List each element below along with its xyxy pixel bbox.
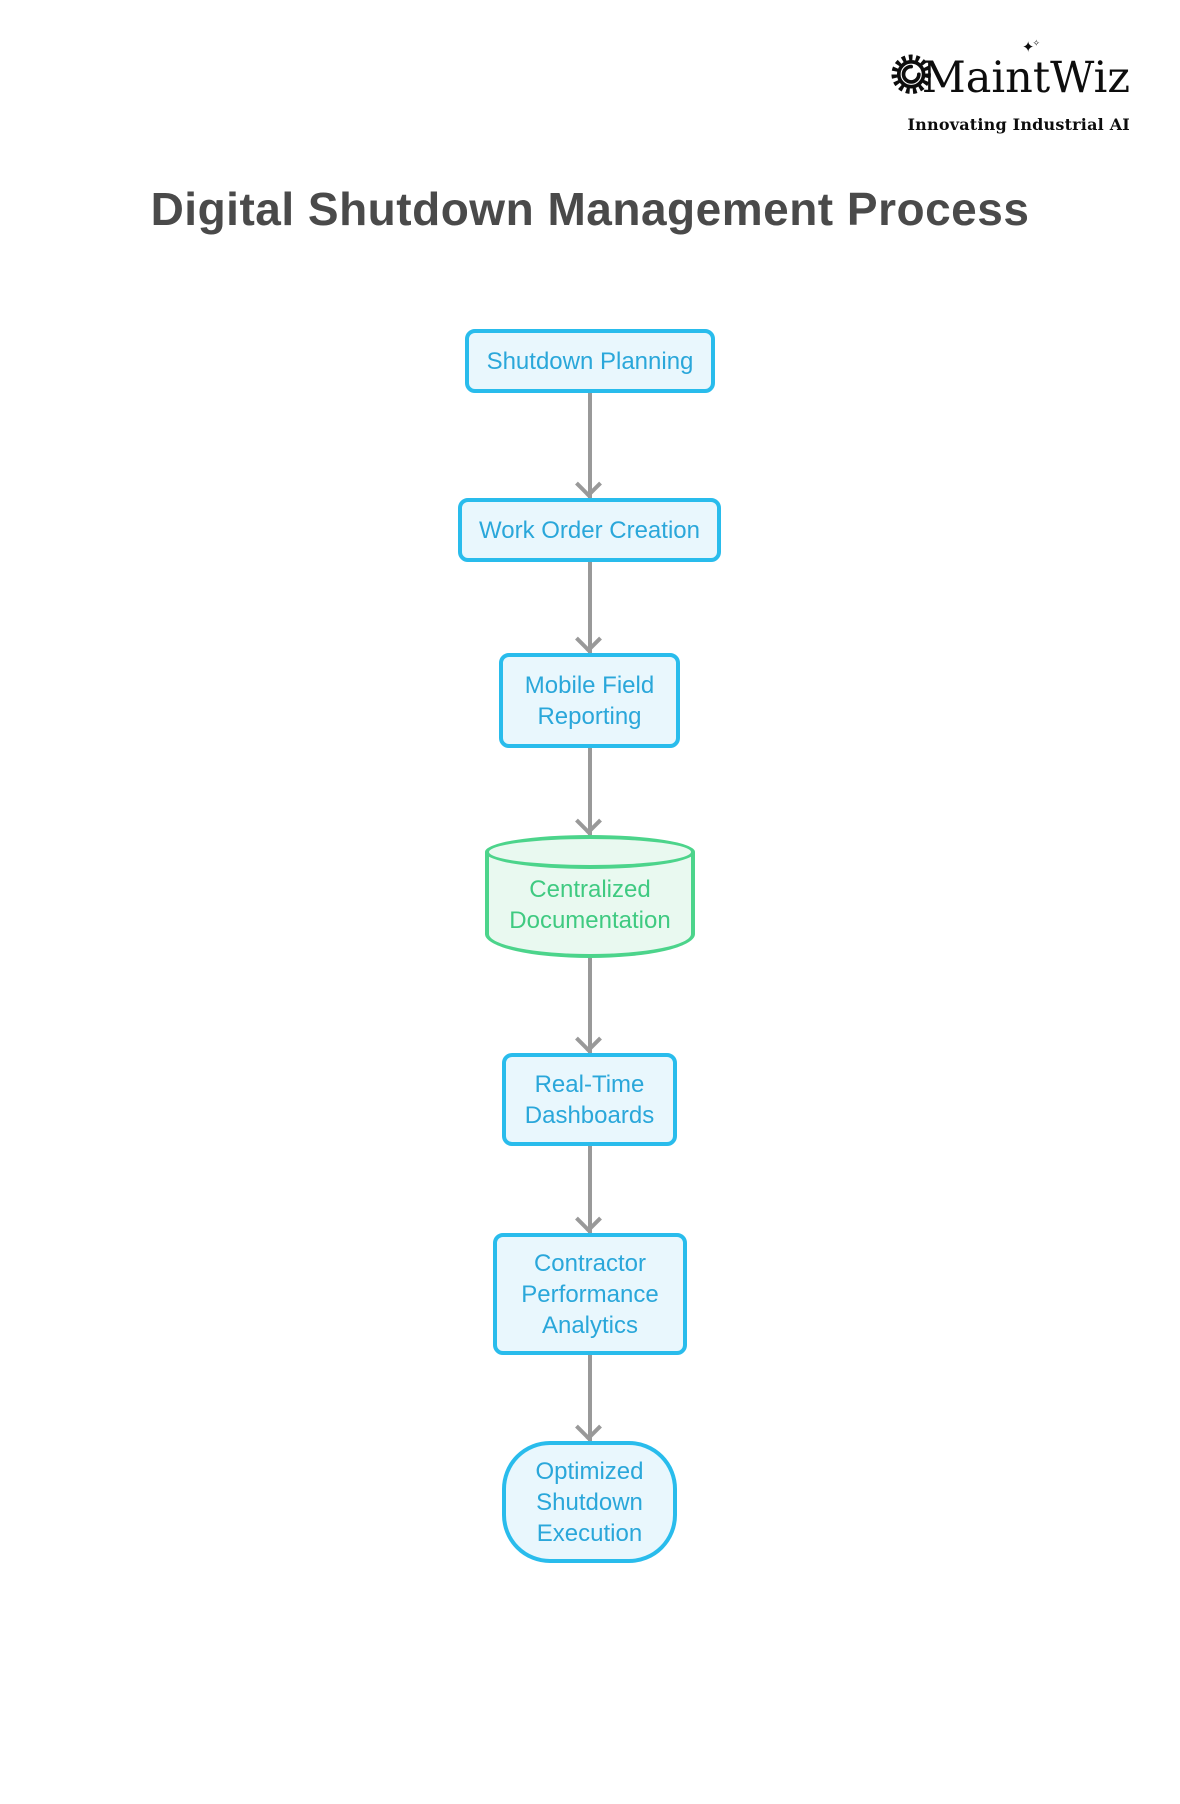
flow-arrow <box>574 1146 606 1233</box>
node-optimized-shutdown-execution: Optimized Shutdown Execution <box>502 1441 677 1563</box>
node-label: Centralized Documentation <box>509 876 671 934</box>
node-contractor-performance-analytics: Contractor Performance Analytics <box>493 1233 687 1355</box>
node-label: Real-Time Dashboards <box>524 1070 655 1129</box>
node-mobile-field-reporting: Mobile Field Reporting <box>499 653 680 748</box>
flow-arrow <box>574 958 606 1053</box>
node-shutdown-planning: Shutdown Planning <box>465 329 715 393</box>
node-label: Shutdown Planning <box>486 347 694 375</box>
maintwiz-logo: MaintWiz ✦✧ Innovating Industrial AI <box>890 38 1130 134</box>
node-label: Optimized Shutdown Execution <box>535 1457 644 1547</box>
page-title: Digital Shutdown Management Process <box>150 183 1030 235</box>
flow-arrow <box>574 748 606 835</box>
flow-arrow <box>574 393 606 498</box>
sparkle-icon: ✦✧ <box>1021 38 1040 56</box>
node-label: Mobile Field Reporting <box>524 671 655 730</box>
logo-row: MaintWiz ✦✧ <box>890 38 1130 114</box>
node-work-order-creation: Work Order Creation <box>458 498 721 562</box>
node-label: Contractor Performance Analytics <box>521 1249 659 1339</box>
logo-tagline: Innovating Industrial AI <box>907 115 1130 134</box>
cylinder-top-ellipse <box>485 835 695 869</box>
cylinder-body <box>485 852 695 958</box>
flow-arrow <box>574 1355 606 1441</box>
brand-wordmark: MaintWiz <box>921 52 1130 103</box>
node-centralized-documentation: Centralized Documentation <box>485 835 695 958</box>
gear-icon <box>891 54 931 94</box>
node-label: Work Order Creation <box>479 516 700 544</box>
node-real-time-dashboards: Real-Time Dashboards <box>502 1053 677 1146</box>
flow-arrow <box>574 562 606 653</box>
